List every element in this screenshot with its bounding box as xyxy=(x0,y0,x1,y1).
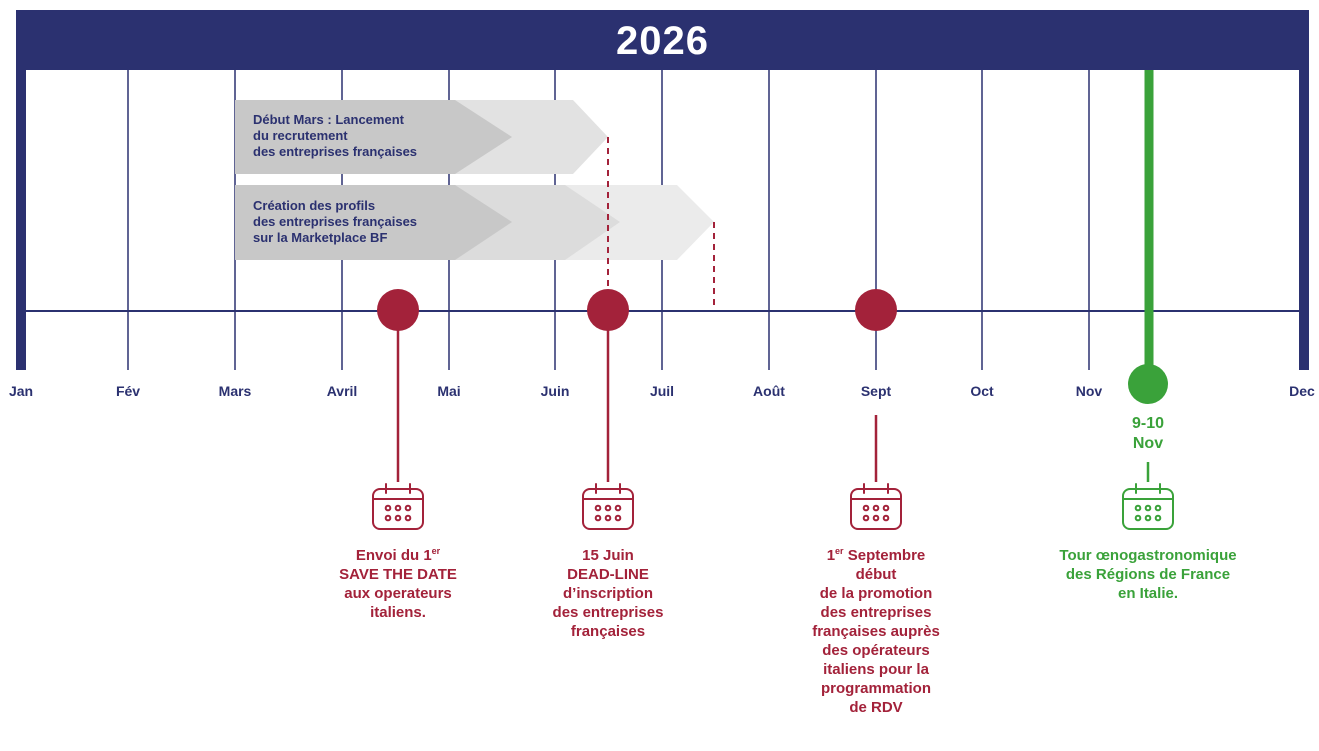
milestone-2-line-4: françaises xyxy=(570,623,646,640)
milestone-1-heading-sup: er xyxy=(431,546,441,556)
event-text: Tour œnogastronomique des Régions de Fra… xyxy=(1059,546,1236,603)
month-label-jan: Jan xyxy=(8,383,34,399)
month-label-fev: Fév xyxy=(115,383,141,399)
month-label-aout: Août xyxy=(753,383,785,399)
phase-1-label: Début Mars : Lancement du recrutement de… xyxy=(253,112,417,160)
event-dot xyxy=(1128,364,1168,404)
phase-1-line-3: des entreprises françaises xyxy=(253,144,418,159)
milestone-3-line-1: début xyxy=(855,566,897,583)
milestone-3-text: 1er Septembre début de la promotion des … xyxy=(812,546,940,717)
event-date-line-1: 9-10 xyxy=(1131,415,1165,432)
year-banner: 2026 xyxy=(16,10,1309,70)
milestone-1-heading: Envoi du 1er xyxy=(339,546,457,565)
month-label-sept: Sept xyxy=(860,383,892,399)
phase-1-line-1: Début Mars : Lancement xyxy=(253,112,404,127)
event-line-3: en Italie. xyxy=(1117,585,1179,602)
year-title: 2026 xyxy=(616,19,709,63)
milestone-2-dot xyxy=(587,289,629,331)
phase-2-line-2: des entreprises françaises xyxy=(253,214,418,229)
phase-1-arrow-dark xyxy=(235,100,512,174)
phase-2-arrow-dark xyxy=(235,185,512,260)
calendar-icon xyxy=(850,483,902,530)
milestone-3-heading-pre: 1 xyxy=(826,547,836,564)
month-label-oct: Oct xyxy=(970,383,994,399)
calendar-icon xyxy=(1122,483,1174,530)
month-label-juin: Juin xyxy=(540,383,570,399)
phase-2-line-1: Création des profils xyxy=(253,198,376,213)
calendar-icon xyxy=(582,483,634,530)
milestone-3-line-2: de la promotion xyxy=(819,585,933,602)
event-line-2: des Régions de France xyxy=(1065,566,1231,583)
milestone-2-heading: 15 Juin xyxy=(582,547,634,564)
left-frame-bar xyxy=(16,10,26,370)
milestone-2-text: 15 Juin DEAD-LINE d’inscription des entr… xyxy=(553,546,664,641)
milestone-2-line-2: d’inscription xyxy=(562,585,653,602)
phase-2-line-3: sur la Marketplace BF xyxy=(253,230,388,245)
milestone-1-line-2: aux operateurs xyxy=(344,585,452,602)
month-label-mars: Mars xyxy=(218,383,252,399)
milestone-3-line-5: des opérateurs xyxy=(822,642,930,659)
milestone-2-line-3: des entreprises xyxy=(552,604,664,621)
event-date: 9-10 Nov xyxy=(1132,414,1164,454)
month-label-mai: Mai xyxy=(437,383,461,399)
month-label-nov: Nov xyxy=(1075,383,1103,399)
milestone-3-line-7: programmation xyxy=(820,680,932,697)
calendar-icon xyxy=(372,483,424,530)
phase-1-line-2: du recrutement xyxy=(253,128,348,143)
month-label-avril: Avril xyxy=(326,383,358,399)
milestone-1-heading-pre: Envoi du 1 xyxy=(355,547,432,564)
phase-2-label: Création des profils des entreprises fra… xyxy=(253,198,417,246)
event-date-line-2: Nov xyxy=(1132,435,1164,452)
milestone-3-heading: 1er Septembre xyxy=(812,546,940,565)
month-label-dec: Dec xyxy=(1289,383,1315,399)
milestone-3-line-3: des entreprises xyxy=(820,604,932,621)
month-label-juil: Juil xyxy=(649,383,675,399)
milestone-3-heading-post: Septembre xyxy=(843,547,926,564)
milestone-1-line-1: SAVE THE DATE xyxy=(339,566,457,583)
milestone-3-line-6: italiens pour la xyxy=(823,661,929,678)
event-line-1: Tour œnogastronomique xyxy=(1059,547,1237,564)
milestone-3-line-8: de RDV xyxy=(849,699,903,716)
milestone-3-line-4: françaises auprès xyxy=(812,623,940,640)
right-frame-bar xyxy=(1299,10,1309,370)
milestone-1-line-3: italiens. xyxy=(370,604,426,621)
milestone-2-line-1: DEAD-LINE xyxy=(567,566,649,583)
milestone-1-text: Envoi du 1er SAVE THE DATE aux operateur… xyxy=(339,546,457,622)
milestone-1-dot xyxy=(377,289,419,331)
milestone-3-dot xyxy=(855,289,897,331)
milestone-3-heading-sup: er xyxy=(835,546,844,556)
